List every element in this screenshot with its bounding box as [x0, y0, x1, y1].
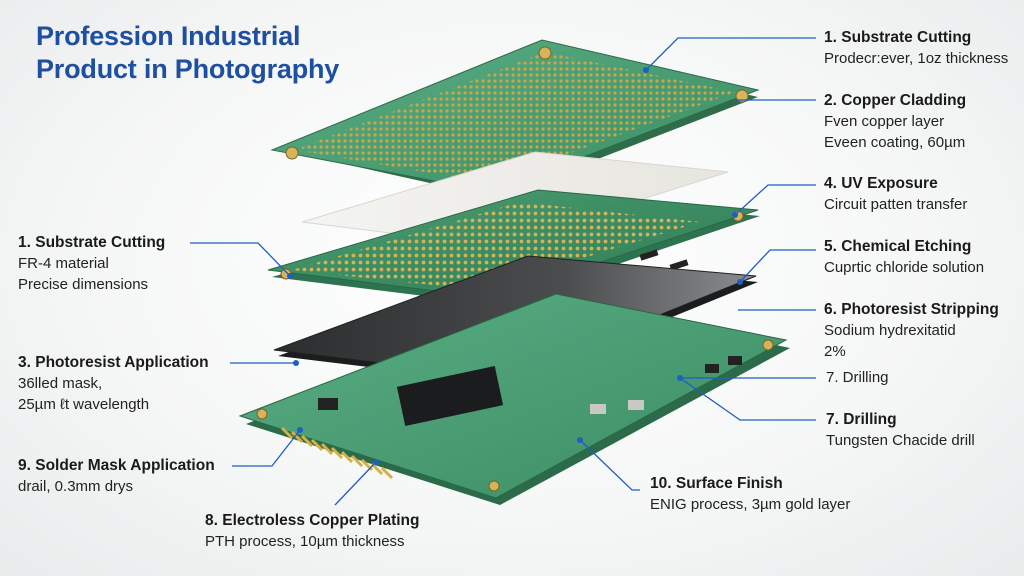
- leader-dots: [287, 67, 743, 465]
- label-uv-exposure: 4. UV Exposure Circuit patten transfer: [824, 173, 967, 215]
- mounting-hole: [488, 480, 500, 492]
- label-text: 7. Drilling: [826, 369, 889, 386]
- leader-left-1: [190, 242, 291, 277]
- label-heading: 2. Copper Cladding: [824, 92, 967, 109]
- smd-chip: [639, 249, 659, 261]
- label-desc: Fven copper layer: [824, 113, 945, 130]
- label-desc: drail, 0.3mm drys: [18, 478, 134, 495]
- leader-bottom-8: [334, 461, 377, 506]
- label-desc: Sodium hydrexitatid: [824, 322, 956, 339]
- label-desc: Cuprtic chloride solution: [824, 259, 985, 276]
- label-heading: 3. Photoresist Application: [18, 354, 209, 371]
- label-desc: 36lled mask,: [18, 375, 103, 392]
- edge-connector: [280, 426, 394, 480]
- page-title-line1: Profession Industrial: [36, 21, 301, 51]
- smd-component: [705, 364, 719, 373]
- smd-component: [728, 356, 742, 365]
- etched-board-layer: [267, 189, 760, 305]
- label-chemical-etching: 5. Chemical Etching Cuprtic chloride sol…: [824, 236, 984, 278]
- label-heading: 4. UV Exposure: [824, 175, 938, 192]
- label-heading: 5. Chemical Etching: [824, 238, 972, 255]
- label-desc: 25µm ℓt wavelength: [18, 396, 150, 413]
- mounting-hole: [762, 339, 774, 351]
- page-title: Profession Industrial Product in Photogr…: [36, 20, 339, 86]
- top-board-layer: [270, 39, 760, 205]
- leader-right-5: [739, 249, 816, 283]
- mounting-hole: [285, 146, 299, 160]
- label-substrate-cutting-left: 1. Substrate Cutting FR-4 material Preci…: [18, 232, 165, 295]
- label-desc: Circuit patten transfer: [824, 196, 968, 213]
- label-photoresist-application: 3. Photoresist Application 36lled mask, …: [18, 352, 209, 415]
- label-drilling-short: 7. Drilling: [826, 367, 889, 388]
- label-desc: 2%: [824, 343, 846, 360]
- label-photoresist-stripping: 6. Photoresist Stripping Sodium hydrexit…: [824, 299, 999, 362]
- page-title-line2: Product in Photography: [36, 54, 340, 84]
- label-electroless-copper-plating: 8. Electroless Copper Plating PTH proces…: [205, 510, 419, 552]
- label-desc: Eveen coating, 60µm: [824, 134, 966, 151]
- label-heading: 7. Drilling: [826, 411, 897, 428]
- label-desc: FR-4 material: [18, 255, 109, 272]
- label-heading: 10. Surface Finish: [650, 475, 783, 492]
- label-desc: ENIG process, 3µm gold layer: [650, 496, 851, 513]
- mounting-hole: [256, 408, 268, 420]
- leader-left-9: [232, 429, 301, 467]
- label-heading: 1. Substrate Cutting: [18, 234, 166, 251]
- mounting-hole: [735, 89, 749, 103]
- leader-right-7b: [679, 377, 816, 421]
- label-heading: 1. Substrate Cutting: [824, 29, 972, 46]
- label-substrate-cutting-right: 1. Substrate Cutting Prodecr:ever, 1oz t…: [824, 27, 1008, 69]
- label-drilling: 7. Drilling Tungsten Chacide drill: [826, 409, 975, 451]
- smd-component: [590, 404, 606, 414]
- label-heading: 9. Solder Mask Application: [18, 457, 215, 474]
- mounting-hole: [538, 46, 552, 60]
- label-copper-cladding: 2. Copper Cladding Fven copper layer Eve…: [824, 90, 966, 153]
- label-desc: Tungsten Chacide drill: [826, 432, 975, 449]
- label-surface-finish: 10. Surface Finish ENIG process, 3µm gol…: [650, 473, 850, 515]
- leader-lines: [190, 37, 816, 506]
- label-desc: Precise dimensions: [18, 276, 149, 293]
- label-desc: PTH process, 10µm thickness: [205, 533, 405, 550]
- smd-component: [628, 400, 644, 410]
- label-heading: 8. Electroless Copper Plating: [205, 512, 420, 529]
- label-desc: Prodecr:ever, 1oz thickness: [824, 50, 1009, 67]
- label-solder-mask-application: 9. Solder Mask Application drail, 0.3mm …: [18, 455, 215, 497]
- label-heading: 6. Photoresist Stripping: [824, 301, 999, 318]
- smd-chip: [669, 259, 689, 271]
- main-ic: [396, 366, 504, 426]
- leader-right-10: [579, 439, 640, 491]
- leader-right-4: [734, 184, 816, 216]
- smd-component: [318, 398, 338, 410]
- populated-pcb-layer: [238, 293, 790, 505]
- leader-right-1: [645, 37, 816, 71]
